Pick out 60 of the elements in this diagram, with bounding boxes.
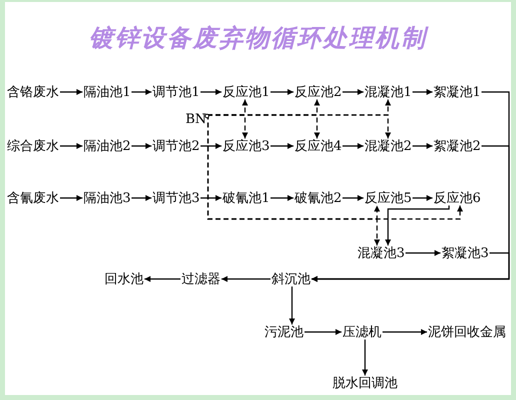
arrow — [200, 195, 222, 201]
arrow — [342, 143, 364, 149]
arrow — [304, 329, 342, 335]
process-label: 含氰废水 — [7, 190, 59, 206]
process-label: 反应池5 — [364, 190, 412, 206]
process-label: 反应池6 — [434, 190, 481, 206]
process-label: 回水池 — [104, 272, 144, 286]
arrow — [362, 340, 368, 376]
process-label: 破氰池1 — [222, 190, 270, 206]
arrow — [312, 252, 510, 282]
process-label: 调节池2 — [152, 138, 200, 154]
arrow — [270, 143, 294, 149]
dashed-arrow — [208, 114, 391, 138]
arrow — [60, 195, 82, 201]
process-label: 反应池1 — [222, 84, 270, 100]
arrow — [132, 195, 152, 201]
process-label: 反应池4 — [294, 138, 342, 154]
arrow — [132, 89, 152, 95]
arrow — [270, 195, 294, 201]
process-label: 混凝池2 — [364, 138, 412, 154]
arrow — [412, 89, 432, 95]
arrow — [342, 195, 364, 201]
arrow — [270, 89, 294, 95]
process-label: 絮凝池2 — [434, 138, 481, 154]
arrow — [406, 250, 440, 256]
arrow — [132, 143, 152, 149]
process-label: 过滤器 — [182, 272, 220, 286]
process-label: 混凝池3 — [358, 246, 405, 260]
process-label: 隔油池2 — [84, 138, 131, 154]
arrow — [60, 143, 82, 149]
process-label: 压滤机 — [342, 324, 382, 340]
process-label: 斜沉池 — [272, 272, 310, 286]
arrow — [382, 329, 427, 335]
arrow — [289, 286, 295, 324]
process-label: 污泥池 — [264, 324, 304, 340]
process-label: 絮凝池3 — [442, 246, 489, 260]
process-label: 含铬废水 — [7, 84, 59, 100]
process-label: 脱水回调池 — [332, 376, 398, 390]
arrow — [342, 89, 364, 95]
reagent-label: BN — [186, 112, 206, 126]
process-label: 综合废水 — [7, 138, 59, 154]
arrow — [200, 143, 222, 149]
process-label: 破氰池2 — [294, 190, 342, 206]
title: 镀锌设备废弃物循环处理机制 — [88, 23, 430, 54]
process-label: 隔油池1 — [84, 84, 131, 100]
process-label: 调节池1 — [152, 84, 200, 100]
process-label: 隔油池3 — [84, 190, 131, 206]
arrow — [385, 206, 450, 246]
process-label: 泥饼回收金属 — [428, 324, 506, 340]
process-label: 反应池3 — [222, 138, 270, 154]
process-label: 反应池2 — [294, 84, 342, 100]
process-label: 调节池3 — [152, 190, 200, 206]
process-label: 絮凝池1 — [434, 84, 481, 100]
arrow — [222, 276, 270, 282]
arrow — [412, 143, 432, 149]
arrow — [200, 89, 222, 95]
process-label: 混凝池1 — [364, 84, 412, 100]
arrow — [60, 89, 82, 95]
arrow — [412, 195, 432, 201]
arrow — [144, 276, 180, 282]
